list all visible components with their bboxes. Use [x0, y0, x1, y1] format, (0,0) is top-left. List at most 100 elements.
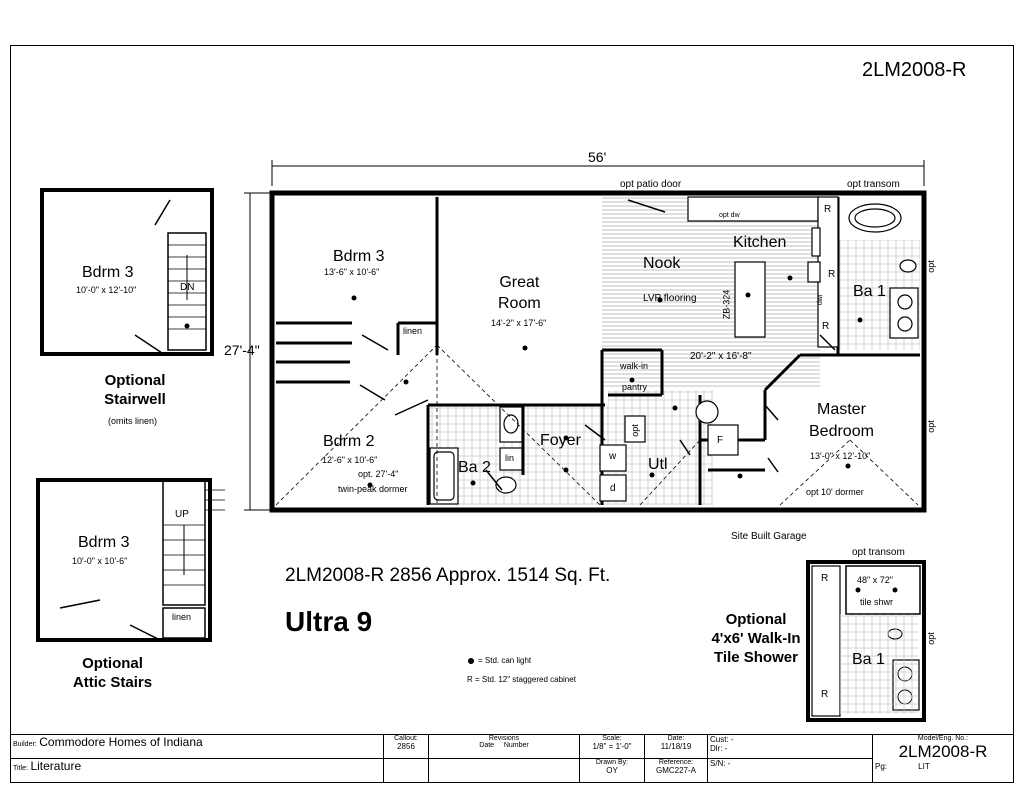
linen-label: linen [403, 326, 423, 336]
stairwell-bdrm3-dim: 10'-0" x 12'-10" [76, 285, 137, 295]
callout-value: 2856 [397, 742, 415, 751]
great-room-dim: 14'-2" x 17'-6" [491, 318, 547, 328]
transom-label-2: opt transom [852, 547, 905, 558]
drawn-value: OY [606, 766, 618, 775]
tile-shower-label: tile shwr [860, 597, 894, 607]
stairwell-inset [40, 188, 214, 356]
cust-field: Cust: - [710, 735, 734, 744]
dryer-label: d [610, 483, 616, 494]
furnace-label: F [717, 435, 724, 446]
cabinet-r-1: R [824, 204, 832, 215]
shower-heading: Optional 4'x6' Walk-In Tile Shower [711, 611, 801, 666]
overall-depth-label: 27'-4" [224, 342, 260, 358]
doors [359, 199, 836, 491]
opt-util: opt [629, 424, 640, 437]
great-room-label: Great Room [498, 274, 541, 312]
bdrm3-dim: 13'-6" x 10'-6" [324, 267, 380, 277]
patio-door-label: opt patio door [620, 179, 682, 190]
master-label: Master Bedroom [809, 401, 874, 441]
kitchen-dim: 20'-2" x 16'-8" [690, 351, 752, 362]
bdrm3-label: Bdrm 3 [333, 248, 385, 265]
dwr-label: dwr [817, 293, 825, 306]
title-label: Title: [13, 765, 28, 772]
attic-linen-label: linen [172, 612, 192, 622]
pg-value: LIT [918, 762, 930, 771]
title-block: Builder: Commodore Homes of Indiana Call… [10, 734, 1014, 783]
drawing-sheet [10, 45, 1014, 783]
stairwell-note: (omits linen) [108, 416, 158, 426]
legend-cabinet: R = Std. 12" staggered cabinet [467, 675, 576, 684]
bdrm2-dormer: twin-peak dormer [338, 484, 408, 494]
rev-date-label: Date [479, 742, 495, 749]
bdrm2-dim: 12'-6" x 10'-6" [322, 455, 378, 465]
model-label: Model/Eng. No.: [917, 735, 969, 742]
legend-can-light: = Std. can light [478, 656, 532, 665]
opt-window-bath1: opt [925, 260, 936, 273]
stairwell-heading: Optional Stairwell [104, 372, 166, 408]
site-garage-label: Site Built Garage [731, 531, 807, 542]
rev-number-label: Number [503, 742, 529, 749]
bdrm2-opt: opt. 27'-4" [358, 469, 399, 479]
ba2-label: Ba 2 [458, 459, 491, 476]
master-dormer: opt 10' dormer [806, 487, 864, 497]
bath2-fixtures [429, 406, 523, 505]
date-label: Date: [667, 735, 685, 742]
scale-label: Scale: [602, 735, 622, 742]
attic-bdrm3-label: Bdrm 3 [78, 534, 130, 551]
bdrm2-label: Bdrm 2 [323, 433, 375, 450]
date-value: 11/18/19 [660, 742, 692, 751]
cabinet-r-4: R [821, 573, 829, 584]
model-number-top: 2LM2008-R [862, 59, 967, 81]
revisions-label: Revisions [488, 735, 520, 742]
kitchen-counters [687, 196, 839, 348]
kitchen-label: Kitchen [733, 234, 787, 251]
bath1-fixtures [848, 203, 919, 339]
can-lights [351, 275, 863, 488]
title-value: Literature [30, 759, 82, 773]
util-fixtures [599, 400, 739, 502]
depth-dimension [244, 192, 270, 511]
cabinet-r-5: R [821, 689, 829, 700]
pg-label: Pg: [875, 762, 888, 771]
foyer-label: Foyer [540, 432, 581, 449]
zb-label: ZB-324 [721, 289, 732, 320]
callout-label: Callout: [394, 735, 418, 742]
series-name: Ultra 9 [285, 606, 373, 637]
attic-inset [36, 478, 225, 642]
opt-window-master: opt [925, 420, 936, 433]
nook-label: Nook [643, 255, 681, 272]
builder-value: Commodore Homes of Indiana [39, 735, 203, 749]
attic-bdrm3-dim: 10'-0" x 10'-6" [72, 556, 128, 566]
master-dim: 13'-0" x 12'-10" [810, 451, 871, 461]
shower-size-label: 48" x 72" [857, 575, 893, 585]
dormer-lines [275, 344, 919, 506]
ref-label: Reference: [658, 759, 694, 766]
tile-foyer [523, 405, 608, 505]
pantry-label: pantry [622, 382, 648, 392]
lvp-area [602, 197, 820, 387]
model-value: 2LM2008-R [898, 742, 988, 761]
overall-width-label: 56' [588, 149, 607, 165]
ref-value: GMC227-A [655, 766, 696, 775]
attic-up-label: UP [175, 509, 189, 520]
utl-label: Utl [648, 456, 668, 473]
width-dimension [271, 160, 925, 186]
drawn-label: Drawn By: [595, 759, 629, 766]
model-sqft-line: 2LM2008-R 2856 Approx. 1514 Sq. Ft. [285, 565, 611, 586]
cabinet-r-3: R [822, 321, 830, 332]
ba1-alt-label: Ba 1 [852, 651, 885, 668]
walkin-label: walk-in [620, 361, 649, 371]
washer-label: w [609, 451, 617, 462]
cabinet-r-2: R [828, 269, 836, 280]
stairwell-bdrm3-label: Bdrm 3 [82, 264, 134, 281]
opt-window-shower: opt [925, 632, 936, 645]
dlr-field: Dlr: - [710, 744, 728, 753]
lin-label: lin [505, 453, 515, 463]
opt-dw-label: opt dw [719, 212, 740, 219]
lvp-label: LVP flooring [643, 293, 697, 304]
attic-heading: Optional Attic Stairs [72, 655, 153, 691]
ba1-label: Ba 1 [853, 283, 886, 300]
sn-field: S/N: - [710, 759, 731, 768]
builder-label: Builder: [13, 741, 37, 748]
